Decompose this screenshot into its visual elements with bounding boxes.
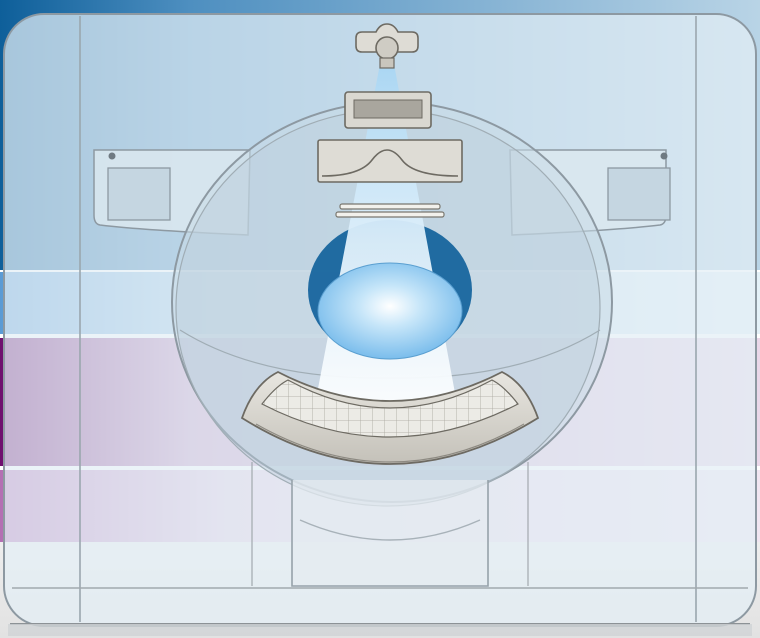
patient-table-base [251,462,529,587]
bowtie-filter [317,139,463,183]
compensation-plate [335,203,445,218]
left-panel-window [107,167,171,221]
right-panel-window [607,167,671,221]
right-panel-screw [660,152,668,160]
detector-array [240,370,540,465]
collimator [344,91,432,129]
x-ray-tube [355,23,419,69]
left-panel-screw [108,152,116,160]
patient-cross-section [317,262,463,360]
